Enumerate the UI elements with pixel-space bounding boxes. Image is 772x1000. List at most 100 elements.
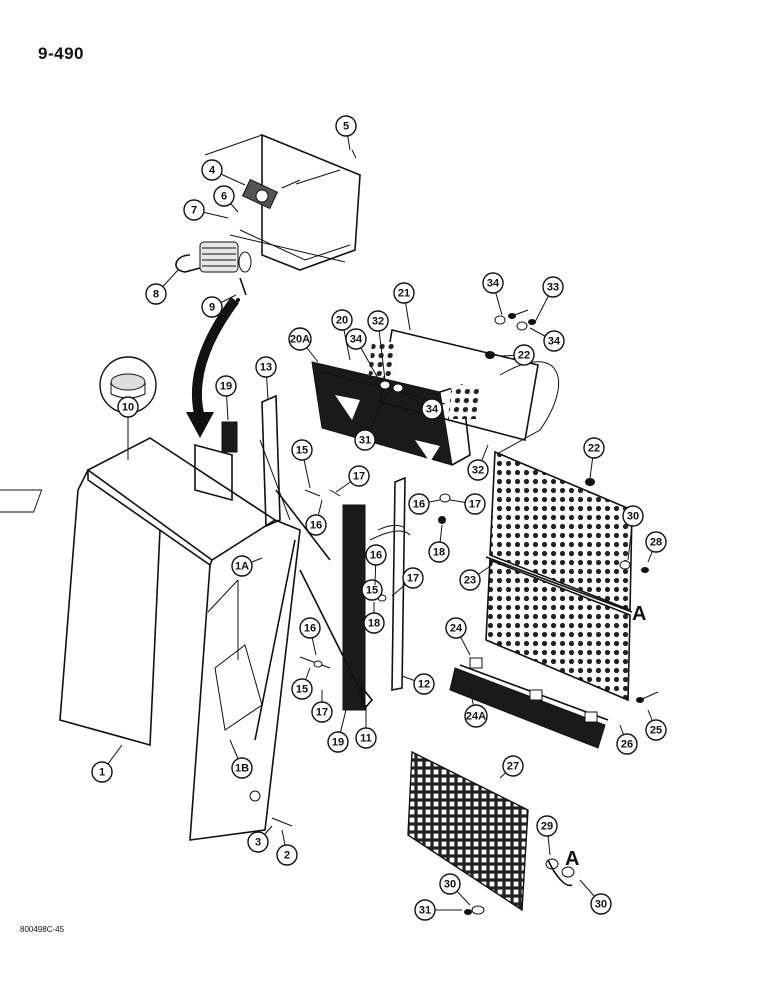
callout-33-c33: 33 bbox=[534, 276, 564, 323]
callout-label: 6 bbox=[221, 191, 227, 203]
callout-circle bbox=[542, 276, 564, 298]
base-24 bbox=[449, 657, 609, 749]
callout-label: 1A bbox=[235, 561, 249, 573]
callout-label: 4 bbox=[209, 165, 216, 177]
callout-34-c34c: 34 bbox=[529, 327, 565, 352]
plug-part bbox=[99, 356, 157, 414]
callout-label: 13 bbox=[260, 362, 272, 374]
main-housing bbox=[0, 437, 301, 841]
callout-28-c28: 28 bbox=[645, 531, 667, 563]
callout-label: 17 bbox=[316, 707, 328, 719]
assembly-arrow-icon bbox=[186, 297, 240, 438]
callout-circle bbox=[616, 733, 638, 755]
lock-assembly bbox=[175, 133, 361, 302]
callout-circle bbox=[363, 612, 385, 634]
callout-circle bbox=[482, 272, 504, 294]
callout-34-c34d: 34 bbox=[399, 391, 443, 420]
callout-13-c13: 13 bbox=[255, 356, 277, 401]
callout-label: 34 bbox=[487, 278, 500, 290]
callout-label: 8 bbox=[153, 289, 159, 301]
callout-15-c15a: 15 bbox=[291, 439, 313, 489]
callout-circle bbox=[231, 757, 253, 779]
callout-label: 29 bbox=[541, 821, 553, 833]
callout-30-c30b: 30 bbox=[439, 873, 471, 906]
callout-17-c17d: 17 bbox=[449, 493, 486, 515]
callout-4-c4: 4 bbox=[201, 159, 246, 186]
callout-22-c22a: 22 bbox=[499, 344, 535, 366]
callout-label: 28 bbox=[650, 537, 662, 549]
callout-7-c7: 7 bbox=[183, 199, 229, 221]
callout-label: 30 bbox=[595, 899, 607, 911]
callout-label: 7 bbox=[191, 205, 197, 217]
callout-label: 22 bbox=[518, 350, 530, 362]
callout-circle bbox=[543, 330, 565, 352]
callout-circle bbox=[345, 328, 367, 350]
callout-label: 2 bbox=[284, 850, 290, 862]
callout-label: 32 bbox=[372, 316, 384, 328]
callout-30-c30a: 30 bbox=[622, 505, 644, 561]
callout-label: 15 bbox=[296, 684, 308, 696]
section-mark-a-1: A bbox=[632, 603, 646, 625]
callout-label: 16 bbox=[370, 550, 382, 562]
page-number: 9-490 bbox=[38, 44, 84, 63]
callout-label: 17 bbox=[469, 499, 481, 511]
callout-circle bbox=[276, 844, 298, 866]
callout-circle bbox=[421, 398, 443, 420]
callout-circle bbox=[645, 531, 667, 553]
callout-label: 16 bbox=[304, 623, 316, 635]
callout-circle bbox=[513, 344, 535, 366]
callout-19-c19a: 19 bbox=[215, 375, 237, 421]
callout-label: 16 bbox=[413, 499, 425, 511]
section-mark-a-2: A bbox=[565, 848, 579, 870]
callout-circle bbox=[428, 541, 450, 563]
callout-circle bbox=[439, 873, 461, 895]
callout-circle bbox=[231, 555, 253, 577]
callout-circle bbox=[288, 327, 312, 351]
hardware bbox=[299, 309, 659, 915]
callout-circle bbox=[213, 185, 235, 207]
callout-circle bbox=[408, 493, 430, 515]
callout-label: 34 bbox=[426, 404, 439, 416]
callout-label: 31 bbox=[359, 435, 371, 447]
callout-circle bbox=[255, 356, 277, 378]
callout-9-c9: 9 bbox=[201, 294, 237, 318]
callout-circle bbox=[215, 375, 237, 397]
posts bbox=[221, 394, 411, 711]
callout-layer: 11A1B23456789101112131515151616161617171… bbox=[91, 115, 667, 921]
callout-17-c17a: 17 bbox=[335, 465, 370, 493]
callout-label: 3 bbox=[255, 837, 261, 849]
callout-16-c16c: 16 bbox=[365, 544, 387, 586]
callout-24-c24: 24 bbox=[445, 617, 471, 656]
callout-label: 1B bbox=[235, 763, 249, 775]
callout-34-c34b: 34 bbox=[345, 328, 381, 383]
callout-17-c17b: 17 bbox=[311, 690, 333, 723]
callout-label: 25 bbox=[650, 725, 662, 737]
callout-label: 26 bbox=[621, 739, 633, 751]
callout-circle bbox=[464, 493, 486, 515]
callout-2-c2: 2 bbox=[276, 829, 298, 866]
callout-12-c12: 12 bbox=[401, 673, 435, 695]
callout-circle bbox=[413, 673, 435, 695]
callout-label: 21 bbox=[398, 288, 410, 300]
callout-label: 34 bbox=[548, 336, 561, 348]
callout-circle bbox=[459, 569, 481, 591]
callout-circle bbox=[414, 899, 436, 921]
callout-18-c18b: 18 bbox=[428, 524, 450, 563]
callout-24a-c24a: 24A bbox=[464, 689, 488, 728]
callout-29-c29: 29 bbox=[536, 815, 558, 856]
callout-32-c32a: 32 bbox=[367, 310, 389, 381]
callout-19-c19b: 19 bbox=[327, 709, 349, 753]
callout-26-c26: 26 bbox=[616, 724, 638, 755]
callout-circle bbox=[467, 459, 489, 481]
callout-18-c18a: 18 bbox=[363, 602, 385, 634]
callout-3-c3: 3 bbox=[247, 825, 273, 853]
callout-1a-c1a: 1A bbox=[231, 555, 263, 577]
callout-label: 5 bbox=[343, 121, 349, 133]
callout-circle bbox=[327, 731, 349, 753]
callout-circle bbox=[291, 439, 313, 461]
callout-circle bbox=[645, 719, 667, 741]
callout-label: 20A bbox=[290, 334, 310, 346]
callout-31-c31b: 31 bbox=[414, 899, 462, 921]
callout-circle bbox=[305, 514, 327, 536]
